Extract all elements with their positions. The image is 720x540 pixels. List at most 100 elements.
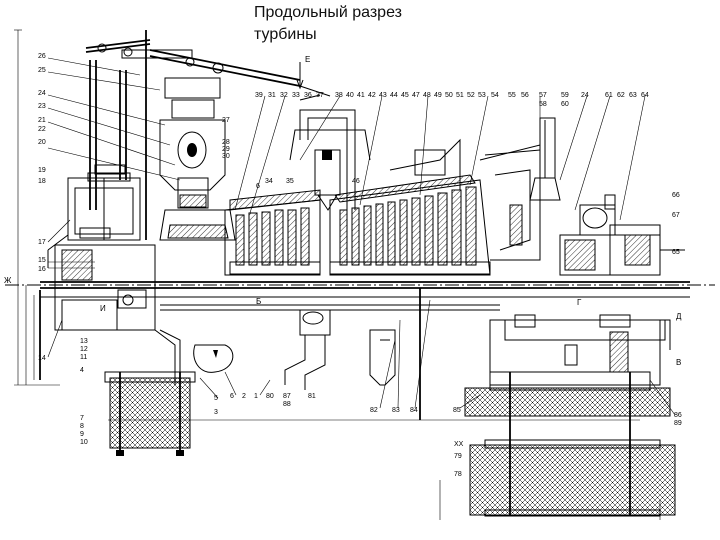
callout-51: 51	[456, 92, 464, 99]
callout-labels-top: 39 31 32 33 36 37 38 40 41 42 43 44 45 4…	[255, 92, 649, 108]
callout-78: 78	[454, 471, 462, 478]
callout-40: 40	[346, 92, 354, 99]
callout-61: 61	[605, 92, 613, 99]
callout-27: 27	[222, 117, 230, 124]
section-mark-V: В	[676, 358, 681, 367]
callout-labels-inner: 27 28 29 30 6 34 35 46 66 67 65 И Б Г Д …	[4, 55, 682, 448]
callout-50: 50	[445, 92, 453, 99]
section-mark-G: Г	[577, 298, 582, 307]
callout-15: 15	[38, 257, 46, 264]
callout-32: 32	[280, 92, 288, 99]
callout-88: 88	[283, 401, 291, 408]
callout-28: 28	[222, 139, 230, 146]
callout-63: 63	[629, 92, 637, 99]
callout-64: 64	[641, 92, 649, 99]
callout-38: 38	[335, 92, 343, 99]
section-mark-XX: XX	[454, 441, 464, 448]
hp-blades	[235, 207, 310, 266]
callout-58: 58	[539, 101, 547, 108]
exhaust-hood	[479, 117, 561, 261]
callout-85: 85	[453, 407, 461, 414]
control-valve	[159, 77, 236, 241]
callout-6-inner: 6	[256, 183, 260, 190]
rear-bearing	[559, 194, 685, 276]
callout-26: 26	[38, 53, 46, 60]
governor-linkage	[85, 30, 331, 240]
callout-30: 30	[222, 153, 230, 160]
crossover	[289, 94, 371, 211]
callout-6: 6	[230, 393, 234, 400]
callout-41: 41	[357, 92, 365, 99]
callout-65: 65	[672, 249, 680, 256]
callout-44: 44	[390, 92, 398, 99]
callout-57: 57	[539, 92, 547, 99]
callout-83: 83	[392, 407, 400, 414]
callout-labels-bottom: 5 3 6 2 1 80 87 88 81 82 83 84 85 86 89 …	[80, 393, 682, 478]
hp-section	[224, 189, 321, 276]
callout-1: 1	[254, 393, 258, 400]
callout-37: 37	[316, 92, 324, 99]
callout-34: 34	[265, 178, 273, 185]
callout-11: 11	[80, 354, 87, 361]
callout-25: 25	[38, 67, 46, 74]
callout-12: 12	[80, 346, 88, 353]
diagram-title: Продольный разрез турбины	[254, 4, 402, 43]
callout-53: 53	[478, 92, 486, 99]
rear-pedestal	[489, 314, 671, 386]
callout-87: 87	[283, 393, 291, 400]
callout-81: 81	[308, 393, 316, 400]
lp-blades	[339, 186, 477, 266]
callout-18: 18	[38, 178, 46, 185]
callout-3: 3	[214, 409, 218, 416]
support-frame	[39, 288, 500, 420]
callout-86: 86	[674, 412, 682, 419]
callout-14: 14	[38, 355, 46, 362]
callout-59: 59	[561, 92, 569, 99]
callout-16: 16	[38, 266, 46, 273]
section-mark-Zh: Ж	[4, 276, 12, 285]
callout-80: 80	[266, 393, 274, 400]
callout-24: 24	[38, 90, 46, 97]
callout-48: 48	[423, 92, 431, 99]
callout-23: 23	[38, 103, 46, 110]
callout-9: 9	[80, 431, 84, 438]
shaft-centerline	[5, 281, 715, 298]
callout-29: 29	[222, 146, 230, 153]
callout-33: 33	[292, 92, 300, 99]
callout-13: 13	[80, 338, 88, 345]
section-mark-D: Д	[676, 312, 682, 321]
callout-22: 22	[38, 126, 46, 133]
section-mark-E: E	[305, 55, 310, 64]
callout-20: 20	[38, 139, 46, 146]
callout-47: 47	[412, 92, 420, 99]
callout-labels-left: 26 25 24 23 21 22 20 19 18 17 15 16 14 1…	[38, 53, 88, 374]
section-mark-B: Б	[256, 297, 261, 306]
callout-8: 8	[80, 423, 84, 430]
callout-66: 66	[672, 192, 680, 199]
foundations	[104, 371, 676, 517]
lp-section	[329, 138, 491, 276]
callout-43: 43	[379, 92, 387, 99]
callout-36: 36	[304, 92, 312, 99]
callout-60: 60	[561, 101, 569, 108]
front-bearing-pedestal	[47, 164, 156, 331]
callout-21: 21	[38, 117, 46, 124]
callout-56: 56	[521, 92, 529, 99]
callout-54: 54	[491, 92, 499, 99]
callout-62: 62	[617, 92, 625, 99]
callout-5: 5	[214, 395, 218, 402]
callout-46: 46	[352, 178, 360, 185]
callout-84: 84	[410, 407, 418, 414]
callout-7: 7	[80, 415, 84, 422]
callout-42: 42	[368, 92, 376, 99]
callout-39: 39	[255, 92, 263, 99]
callout-52: 52	[467, 92, 475, 99]
callout-4: 4	[80, 367, 84, 374]
callout-24-top: 24	[581, 92, 589, 99]
callout-2: 2	[242, 393, 246, 400]
section-mark-I: И	[100, 304, 106, 313]
callout-35: 35	[286, 178, 294, 185]
callout-49: 49	[434, 92, 442, 99]
callout-82: 82	[370, 407, 378, 414]
